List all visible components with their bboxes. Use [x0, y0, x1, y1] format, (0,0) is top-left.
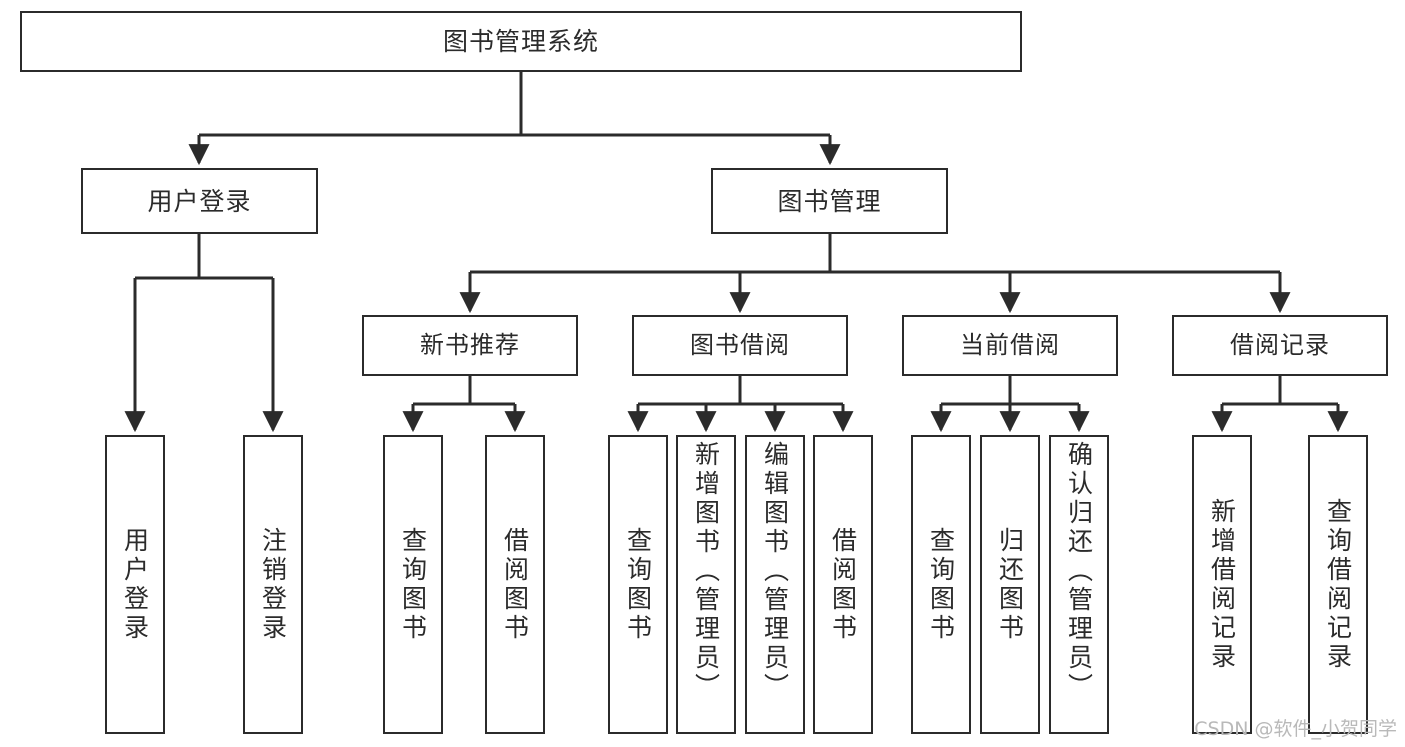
node-label: 借阅记录 — [1230, 330, 1330, 359]
node-label: 图书借阅 — [690, 330, 790, 359]
node-leaf-add-borrow-record[interactable]: 新增借阅记录 — [1192, 435, 1252, 734]
node-label: 借阅图书 — [828, 526, 858, 643]
node-new-book-recommend[interactable]: 新书推荐 — [362, 315, 578, 376]
node-label: 查询借阅记录 — [1323, 497, 1353, 672]
node-label: 归还图书 — [995, 526, 1025, 643]
node-root-book-management-system[interactable]: 图书管理系统 — [20, 11, 1022, 72]
node-user-login[interactable]: 用户登录 — [81, 168, 318, 234]
node-leaf-borrow-book[interactable]: 借阅图书 — [813, 435, 873, 734]
node-label: 注销登录 — [258, 526, 288, 643]
node-label: 用户登录 — [147, 186, 252, 216]
node-label: 查询图书 — [398, 526, 428, 643]
node-label: 编辑图书（管理员） — [760, 441, 790, 702]
node-label: 新增借阅记录 — [1207, 497, 1237, 672]
node-leaf-query-borrow-record[interactable]: 查询借阅记录 — [1308, 435, 1368, 734]
node-leaf-query-book-recommend[interactable]: 查询图书 — [383, 435, 443, 734]
node-leaf-borrow-book-recommend[interactable]: 借阅图书 — [485, 435, 545, 734]
node-label: 图书管理系统 — [442, 27, 599, 56]
node-borrow-record[interactable]: 借阅记录 — [1172, 315, 1388, 376]
node-label: 图书管理 — [777, 186, 882, 216]
node-label: 查询图书 — [926, 526, 956, 643]
node-label: 新书推荐 — [420, 330, 520, 359]
node-leaf-query-book-borrow[interactable]: 查询图书 — [608, 435, 668, 734]
node-label: 借阅图书 — [500, 526, 530, 643]
node-label: 当前借阅 — [960, 330, 1060, 359]
node-label: 用户登录 — [120, 526, 150, 643]
node-leaf-add-book[interactable]: 新增图书（管理员） — [676, 435, 736, 734]
node-leaf-confirm-return[interactable]: 确认归还（管理员） — [1049, 435, 1109, 734]
node-current-borrow[interactable]: 当前借阅 — [902, 315, 1118, 376]
node-leaf-query-book-current[interactable]: 查询图书 — [911, 435, 971, 734]
node-leaf-logout[interactable]: 注销登录 — [243, 435, 303, 734]
node-book-manage[interactable]: 图书管理 — [711, 168, 948, 234]
node-label: 新增图书（管理员） — [691, 441, 721, 702]
node-leaf-user-login[interactable]: 用户登录 — [105, 435, 165, 734]
node-leaf-edit-book[interactable]: 编辑图书（管理员） — [745, 435, 805, 734]
node-leaf-return-book[interactable]: 归还图书 — [980, 435, 1040, 734]
csdn-watermark: CSDN @软件_小贺同学 — [1194, 718, 1397, 740]
node-label: 确认归还（管理员） — [1064, 441, 1094, 702]
node-label: 查询图书 — [623, 526, 653, 643]
node-book-borrow[interactable]: 图书借阅 — [632, 315, 848, 376]
